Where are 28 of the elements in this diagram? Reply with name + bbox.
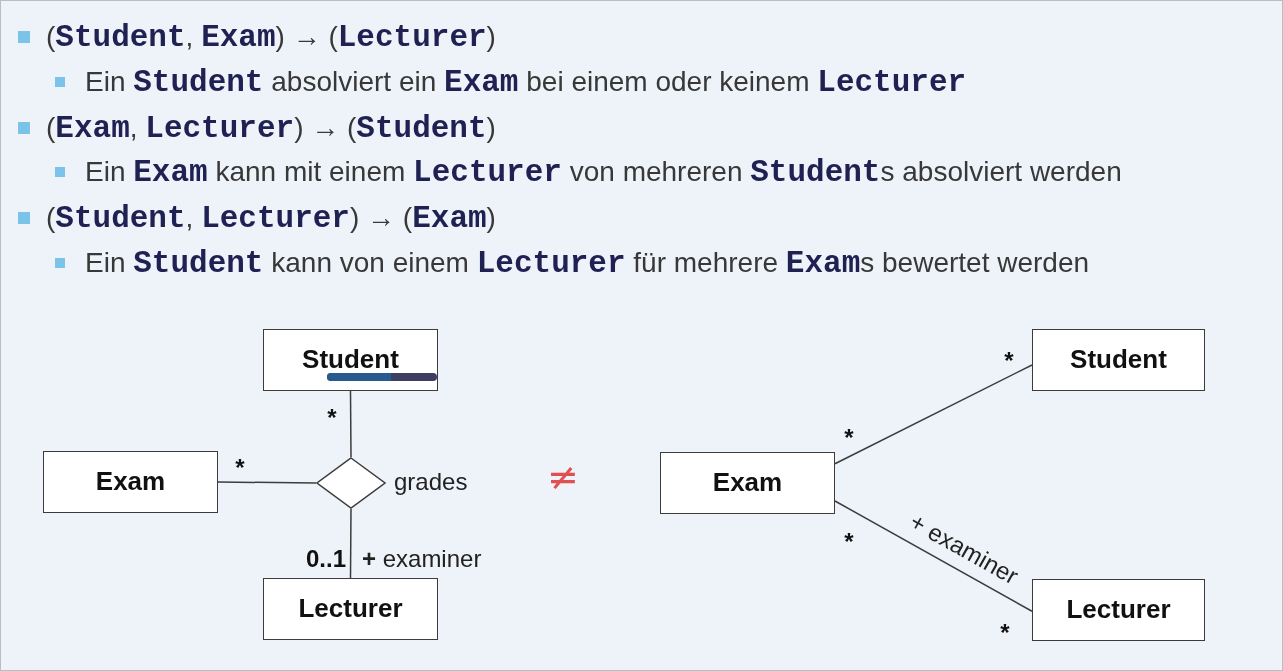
role-label: + examiner	[362, 545, 482, 573]
not-equal-sign: ≠	[547, 457, 579, 497]
relationship-label: grades	[394, 468, 468, 496]
association-line	[349, 390, 352, 458]
multiplicity-label: *	[844, 425, 854, 451]
association-diamond	[316, 457, 386, 509]
bullet-text: Ein Exam kann mit einem Lecturer von mehreren Students absolviert werden	[85, 154, 1122, 191]
association-line	[217, 481, 317, 484]
bullet-text: Ein Student absolviert ein Exam bei einem oder keinem Lecturer	[85, 64, 967, 101]
class-box: Student	[1032, 329, 1205, 391]
multiplicity-label: *	[235, 455, 245, 481]
bullet-text: (Exam, Lecturer) → (Student)	[46, 110, 496, 147]
association-line	[834, 364, 1033, 465]
class-box: Exam	[660, 452, 835, 514]
class-box: Lecturer	[263, 578, 438, 640]
multiplicity-label: 0..1	[306, 546, 346, 572]
association-line	[834, 500, 1033, 612]
class-box: Lecturer	[1032, 579, 1205, 641]
bullet-text: (Student, Lecturer) → (Exam)	[46, 200, 496, 237]
multiplicity-label: *	[1004, 348, 1014, 374]
bullet-text: Ein Student kann von einem Lecturer für mehrere Exams bewertet werden	[85, 245, 1090, 282]
class-box: Exam	[43, 451, 218, 513]
multiplicity-label: *	[327, 405, 337, 431]
class-box: Student	[263, 329, 438, 391]
bullet-text: (Student, Exam) → (Lecturer)	[46, 19, 496, 56]
association-line	[349, 508, 352, 579]
multiplicity-label: *	[1000, 620, 1010, 646]
multiplicity-label: *	[844, 529, 854, 555]
